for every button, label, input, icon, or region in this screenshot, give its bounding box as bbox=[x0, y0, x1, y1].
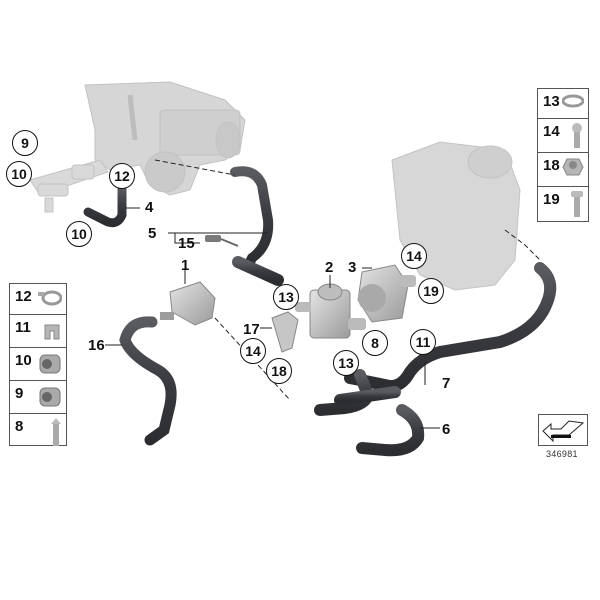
hose-6 bbox=[314, 369, 425, 457]
legend-left: 12 11 10 9 8 bbox=[9, 283, 67, 446]
stud-icon bbox=[51, 418, 61, 446]
image-number: 346981 bbox=[546, 449, 578, 459]
clip-icon bbox=[44, 324, 60, 340]
legend-item-14: 14 bbox=[538, 119, 588, 153]
hose-5-tee bbox=[232, 256, 284, 286]
clamp-ring-icon bbox=[562, 94, 584, 108]
legend-number: 8 bbox=[15, 418, 24, 435]
pipe-manifold bbox=[29, 159, 109, 213]
callout-13: 13 bbox=[333, 350, 359, 376]
legend-item-10: 10 bbox=[10, 348, 66, 381]
connector-icon bbox=[39, 387, 61, 407]
callout-14: 14 bbox=[401, 243, 427, 269]
legend-number: 18 bbox=[543, 157, 560, 174]
callout-6: 6 bbox=[442, 421, 451, 438]
hose-7 bbox=[344, 262, 557, 393]
callout-1: 1 bbox=[181, 257, 190, 274]
arrow-icon bbox=[542, 420, 585, 443]
legend-item-9: 9 bbox=[10, 381, 66, 414]
hex-nut-icon bbox=[562, 158, 584, 176]
legend-item-19: 19 bbox=[538, 187, 588, 221]
callout-14: 14 bbox=[240, 338, 266, 364]
legend-item-12: 12 bbox=[10, 284, 66, 315]
legend-number: 13 bbox=[543, 93, 560, 110]
electric-pump-1 bbox=[160, 281, 216, 326]
screw-icon bbox=[572, 123, 582, 148]
hose-16 bbox=[119, 316, 177, 446]
orientation-arrow-box bbox=[538, 414, 588, 446]
legend-item-11: 11 bbox=[10, 315, 66, 348]
callout-18: 18 bbox=[266, 358, 292, 384]
leader-lines bbox=[105, 159, 541, 429]
callout-8: 8 bbox=[362, 330, 388, 356]
callout-11: 11 bbox=[410, 329, 436, 355]
callout-15: 15 bbox=[178, 235, 195, 252]
flange-3 bbox=[357, 264, 416, 323]
callout-2: 2 bbox=[325, 259, 334, 276]
callout-13: 13 bbox=[273, 284, 299, 310]
connector-icon bbox=[39, 354, 61, 374]
legend-number: 12 bbox=[15, 288, 32, 305]
legend-right: 13 14 18 19 bbox=[537, 88, 589, 222]
legend-item-18: 18 bbox=[538, 153, 588, 187]
sensor-15 bbox=[205, 235, 239, 247]
callout-10: 10 bbox=[66, 221, 92, 247]
hose-4 bbox=[83, 183, 127, 228]
callout-5: 5 bbox=[148, 225, 157, 242]
legend-number: 11 bbox=[15, 319, 31, 336]
legend-item-8: 8 bbox=[10, 414, 66, 447]
hose-5 bbox=[230, 166, 274, 267]
legend-number: 10 bbox=[15, 352, 32, 369]
callout-4: 4 bbox=[145, 199, 154, 216]
valve-2 bbox=[295, 283, 366, 339]
callout-7: 7 bbox=[442, 375, 451, 392]
callout-12: 12 bbox=[109, 163, 135, 189]
legend-number: 14 bbox=[543, 123, 560, 140]
callout-19: 19 bbox=[418, 278, 444, 304]
callout-10: 10 bbox=[6, 161, 32, 187]
bracket-17 bbox=[271, 311, 299, 353]
hose-clamp-icon bbox=[38, 290, 62, 306]
callout-17: 17 bbox=[243, 321, 260, 338]
callout-9: 9 bbox=[12, 130, 38, 156]
legend-item-13: 13 bbox=[538, 89, 588, 119]
callout-16: 16 bbox=[88, 337, 105, 354]
bolt-icon bbox=[571, 191, 583, 217]
legend-number: 9 bbox=[15, 385, 24, 402]
legend-number: 19 bbox=[543, 191, 560, 208]
callout-3: 3 bbox=[348, 259, 357, 276]
